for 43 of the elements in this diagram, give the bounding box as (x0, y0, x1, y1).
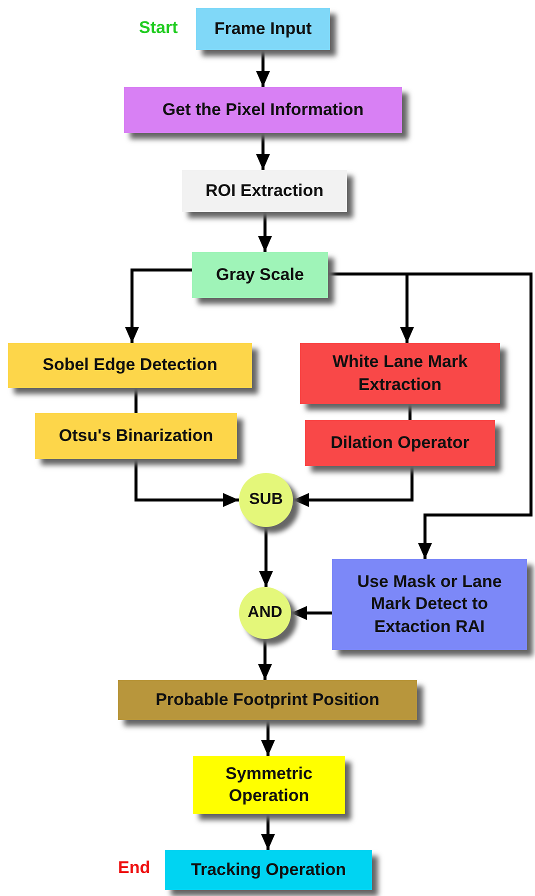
node-label: SUB (249, 490, 283, 510)
arrow (258, 639, 272, 680)
process-box (118, 680, 417, 720)
arrow (256, 133, 270, 170)
process-box (193, 756, 345, 814)
node-label: Probable Footprint Position (156, 688, 380, 711)
arrow (293, 466, 414, 507)
node-label: Tracking Operation (191, 858, 346, 881)
terminal-label: End (118, 858, 150, 878)
process-box (8, 343, 252, 388)
arrow (261, 814, 275, 850)
node-label: White Lane Mark Extraction (331, 351, 469, 396)
arrow (125, 268, 192, 343)
node-label: Use Mask or Lane Mark Detect to Extaction RAI (356, 571, 503, 638)
node-label: Dilation Operator (330, 432, 470, 454)
operator-circle (239, 473, 293, 527)
process-box (300, 343, 500, 404)
arrow (134, 459, 239, 507)
process-box (332, 559, 527, 650)
node-label: Gray Scale (216, 264, 304, 286)
node-label: Get the Pixel Information (162, 98, 364, 121)
terminal-label: Start (139, 18, 178, 38)
connector-line (134, 388, 138, 413)
process-box (192, 252, 328, 298)
node-label: Frame Input (214, 18, 312, 40)
node-label: Otsu's Binarization (58, 424, 214, 447)
node-label: Symmetric Operation (224, 762, 314, 807)
process-box (305, 420, 495, 466)
node-label: Sobel Edge Detection (42, 354, 218, 376)
process-box (196, 8, 330, 50)
arrow (258, 212, 272, 252)
connector-line (408, 404, 412, 420)
process-box (124, 87, 402, 133)
arrow (256, 50, 270, 87)
node-label: ROI Extraction (205, 180, 324, 202)
arrow (259, 527, 273, 587)
arrow (261, 720, 275, 756)
arrow (291, 606, 332, 620)
process-box (182, 170, 347, 212)
node-label: AND (248, 602, 282, 623)
process-box (165, 850, 372, 890)
operator-circle (239, 587, 291, 639)
process-box (35, 413, 237, 459)
